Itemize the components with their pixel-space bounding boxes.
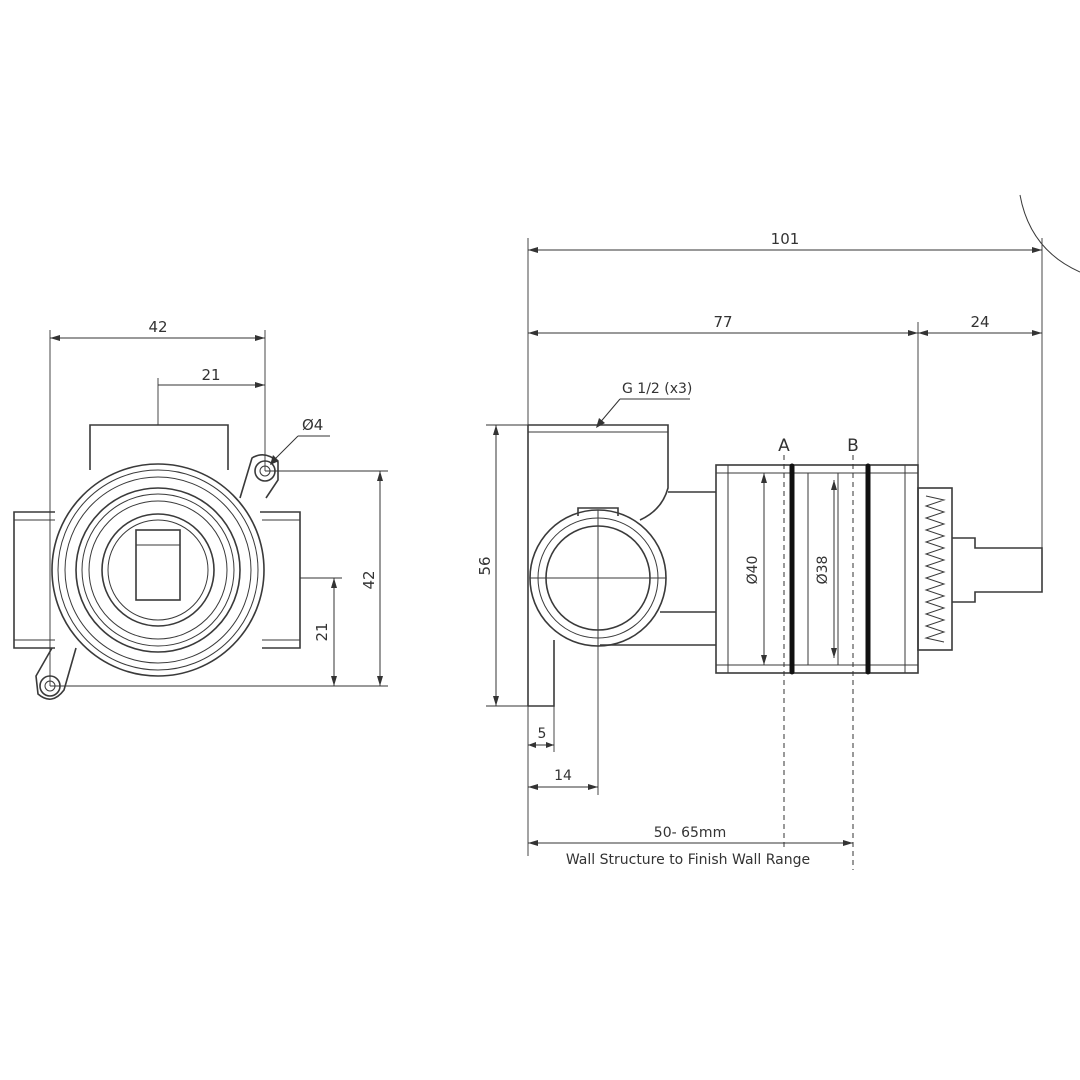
dim-offset-14: 14 — [554, 768, 572, 784]
dim-front-hole: Ø4 — [302, 416, 323, 434]
side-spindle — [952, 537, 1043, 603]
side-thread — [917, 487, 953, 651]
dim-dia-40: Ø40 — [745, 556, 761, 585]
side-view: A B 101 77 24 G 1/2 (x3) — [476, 194, 1080, 870]
front-outer-ring — [51, 463, 265, 677]
dim-front-width: 42 — [148, 318, 167, 336]
marker-a: A — [778, 436, 790, 456]
dim-offset-5: 5 — [538, 726, 547, 742]
front-lug-bottom — [35, 647, 77, 700]
dim-body: 77 — [713, 313, 732, 331]
dim-side-height: 56 — [476, 556, 494, 575]
front-side-body — [13, 511, 55, 649]
front-inner-ring — [101, 513, 215, 627]
side-body-block — [528, 424, 669, 521]
range-caption: Wall Structure to Finish Wall Range — [566, 852, 810, 868]
dim-range: 50- 65mm — [654, 825, 726, 841]
dim-front-height: 42 — [360, 570, 378, 589]
dim-dia-38: Ø38 — [815, 556, 831, 585]
dim-thread: G 1/2 (x3) — [622, 381, 692, 397]
marker-b: B — [847, 436, 859, 456]
front-top-inlet — [89, 424, 229, 470]
front-lug-top — [239, 454, 279, 499]
dim-front-half-width: 21 — [201, 366, 220, 384]
dim-overall: 101 — [771, 230, 800, 248]
front-view: 42 21 Ø4 42 21 — [13, 318, 388, 700]
dim-spindle: 24 — [970, 313, 989, 331]
front-spindle-square — [135, 529, 181, 601]
dim-front-half-height: 21 — [313, 622, 331, 641]
decorative-arc — [1019, 194, 1080, 273]
